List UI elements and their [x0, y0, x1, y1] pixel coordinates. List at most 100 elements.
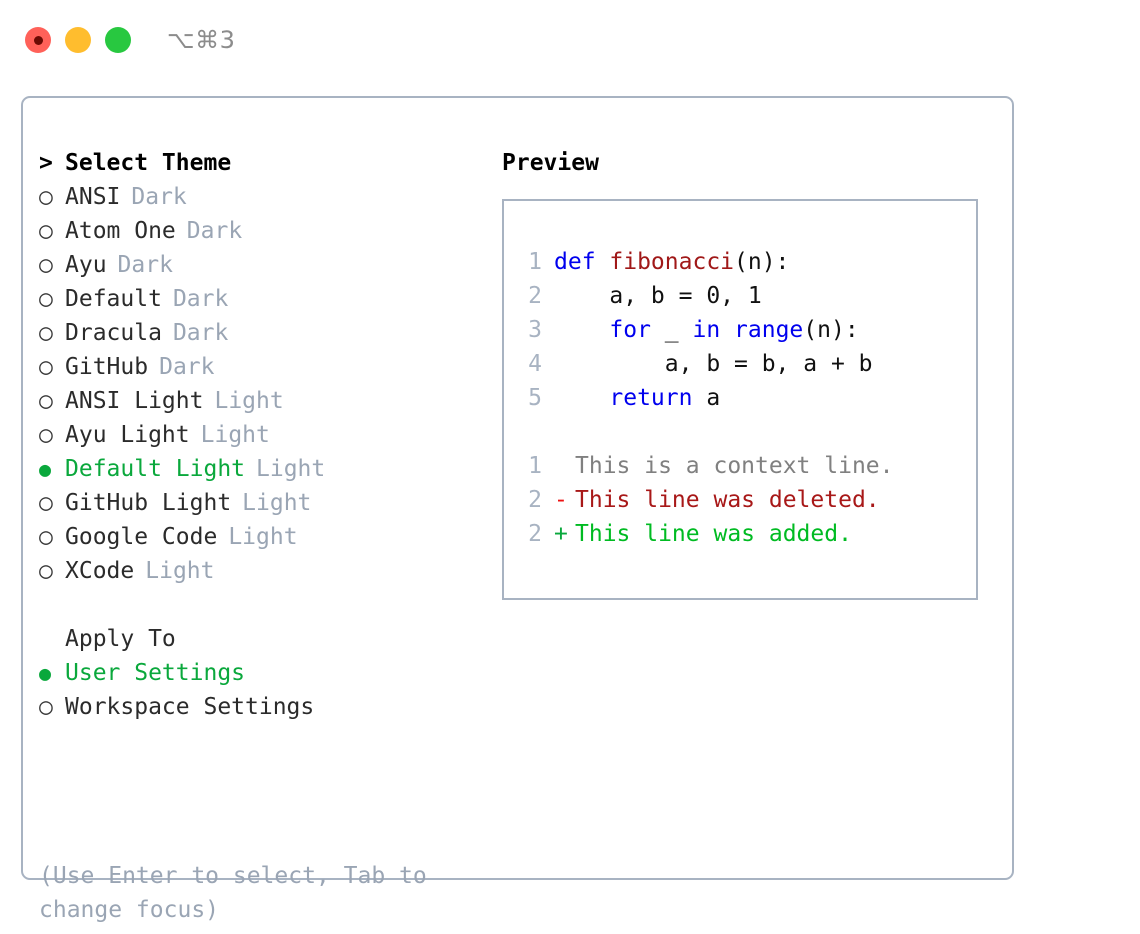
- caret-icon: >: [39, 150, 53, 176]
- code-line-number: 1: [528, 249, 542, 275]
- code-line: 1 def fibonacci(n):: [504, 245, 976, 279]
- theme-option-label: GitHub Light: [65, 490, 232, 516]
- theme-variant-label: Dark: [117, 252, 173, 278]
- radio-unselected-icon: ○: [39, 354, 53, 380]
- code-token-plain: (n):: [803, 317, 859, 343]
- code-token-kw: for: [609, 317, 651, 343]
- diff-marker-icon: -: [554, 487, 568, 513]
- code-token-plain: [554, 385, 609, 411]
- theme-option-label: ANSI: [65, 184, 121, 210]
- code-token-plain: a: [692, 385, 721, 411]
- apply-to-option-0[interactable]: ● User Settings: [39, 656, 479, 690]
- close-button[interactable]: [25, 27, 51, 53]
- code-line-number: 2: [528, 283, 542, 309]
- section-spacer: [39, 588, 479, 622]
- radio-unselected-icon: ○: [39, 252, 53, 278]
- code-line-number: 3: [528, 317, 542, 343]
- apply-to-option-1[interactable]: ○Workspace Settings: [39, 690, 479, 724]
- maximize-button[interactable]: [105, 27, 131, 53]
- theme-variant-label: Light: [256, 456, 326, 482]
- diff-line-ctx: 1 This is a context line.: [504, 449, 976, 483]
- theme-option-label: Google Code: [65, 524, 218, 550]
- diff-line-text: This is a context line.: [575, 453, 894, 479]
- theme-option-label: Default: [65, 286, 162, 312]
- radio-selected-icon: ●: [39, 661, 52, 685]
- theme-list-heading-label: Select Theme: [65, 150, 232, 176]
- theme-option-10[interactable]: ○ Google Code Light: [39, 520, 479, 554]
- theme-option-label: Default Light: [65, 456, 246, 482]
- theme-variant-label: Dark: [186, 218, 243, 244]
- theme-option-label: ANSI Light: [65, 388, 204, 414]
- code-line-text: for _ in range(n):: [554, 313, 859, 347]
- traffic-light-group: [25, 27, 131, 53]
- title-bar: ⌥⌘3: [0, 0, 1140, 80]
- theme-option-2[interactable]: ○ Ayu Dark: [39, 248, 479, 282]
- theme-list-heading: > Select Theme: [39, 146, 479, 180]
- code-token-fn: fibonacci: [609, 249, 735, 275]
- theme-variant-label: Dark: [172, 320, 229, 346]
- code-line-number: 4: [528, 351, 542, 377]
- minimize-button[interactable]: [65, 27, 91, 53]
- theme-option-5[interactable]: ○ GitHub Dark: [39, 350, 479, 384]
- diff-line-del: 2-This line was deleted.: [504, 483, 976, 517]
- diff-line-number: 2: [528, 521, 542, 547]
- theme-option-label: Ayu: [65, 252, 107, 278]
- code-token-kw: in: [692, 317, 721, 343]
- code-token-kw: range: [734, 317, 804, 343]
- radio-selected-icon: ●: [39, 457, 52, 481]
- theme-variant-label: Light: [228, 524, 298, 550]
- theme-variant-label: Light: [214, 388, 284, 414]
- theme-option-label: GitHub: [65, 354, 149, 380]
- theme-option-6[interactable]: ○ ANSI Light Light: [39, 384, 479, 418]
- apply-to-heading: ○ Apply To: [39, 622, 479, 656]
- theme-variant-label: Dark: [172, 286, 229, 312]
- keyboard-shortcut-label: ⌥⌘3: [167, 26, 236, 54]
- code-token-kw: def: [554, 249, 610, 275]
- apply-to-heading-label: Apply To: [65, 626, 176, 652]
- theme-variant-label: Dark: [131, 184, 187, 210]
- code-line-text: def fibonacci(n):: [554, 245, 789, 279]
- diff-line-text: This line was added.: [575, 521, 852, 547]
- diff-line-number: 2: [528, 487, 542, 513]
- theme-variant-label: Dark: [159, 354, 215, 380]
- code-token-kw: return: [609, 385, 693, 411]
- radio-unselected-icon: ○: [39, 558, 53, 584]
- theme-option-label: Atom One: [65, 218, 176, 244]
- code-token-plain: _: [650, 317, 693, 343]
- code-line-text: a, b = b, a + b: [554, 347, 873, 381]
- radio-unselected-icon: ○: [39, 524, 53, 550]
- code-token-plain: a, b = b, a + b: [554, 351, 873, 377]
- theme-option-4[interactable]: ○ Dracula Dark: [39, 316, 479, 350]
- code-token-plain: [720, 317, 734, 343]
- apply-to-option-label: User Settings: [65, 660, 246, 686]
- code-token-plain: (n):: [734, 249, 790, 275]
- radio-unselected-icon: ○: [39, 388, 53, 414]
- theme-option-8[interactable]: ● Default Light Light: [39, 452, 479, 486]
- code-line-text: return a: [554, 381, 720, 415]
- diff-sample: 1 This is a context line.2-This line was…: [504, 449, 976, 551]
- theme-option-label: Ayu Light: [65, 422, 190, 448]
- theme-option-label: XCode: [65, 558, 135, 584]
- code-token-plain: a, b = 0, 1: [554, 283, 762, 309]
- diff-line-number: 1: [528, 453, 542, 479]
- diff-marker-icon: [554, 449, 575, 483]
- radio-unselected-icon: ○: [39, 320, 53, 346]
- diff-line-add: 2+This line was added.: [504, 517, 976, 551]
- blank-marker: ○: [39, 622, 65, 656]
- radio-unselected-icon: ○: [39, 490, 53, 516]
- theme-option-label: Dracula: [65, 320, 162, 346]
